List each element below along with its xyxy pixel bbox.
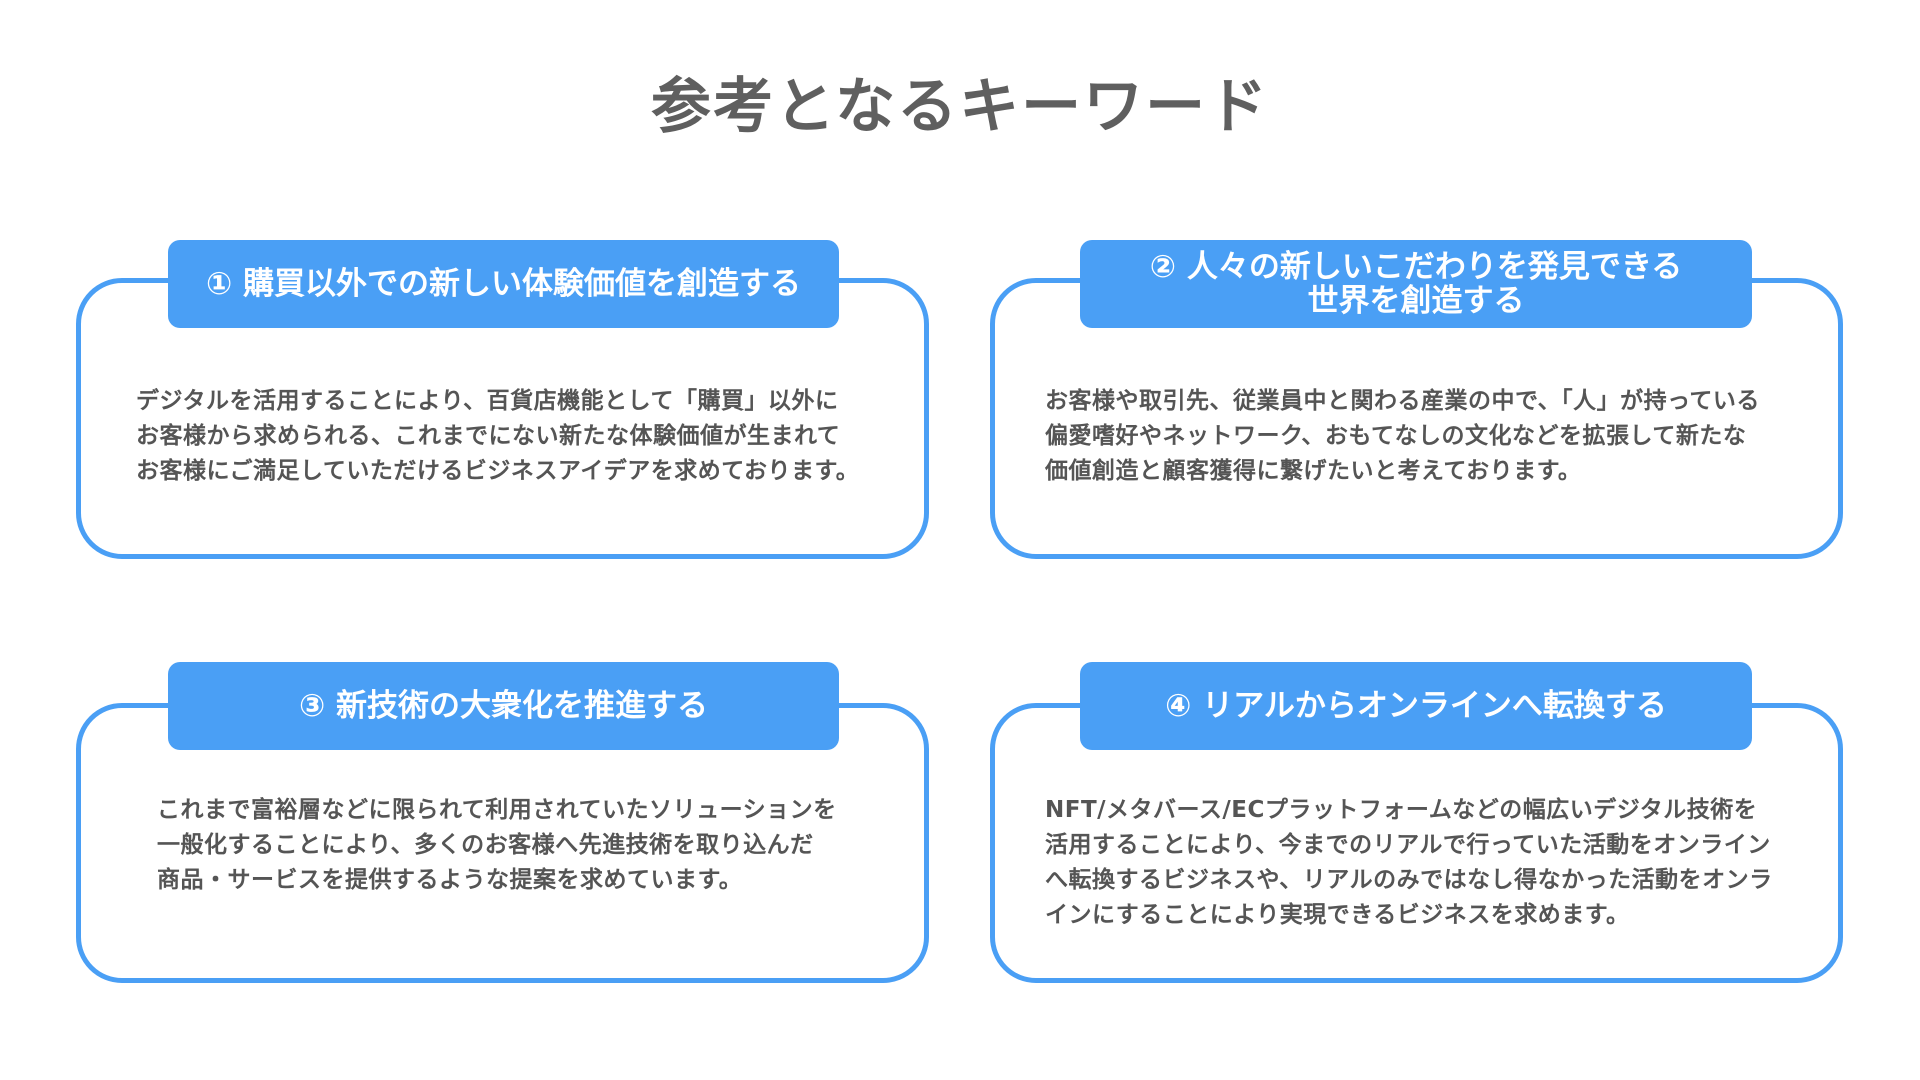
keyword-card-2-body: お客様や取引先、従業員中と関わる産業の中で、「人」が持っている 偏愛嗜好やネット… [1045, 388, 1760, 484]
keyword-card-3-body: これまで富裕層などに限られて利用されていたソリューションを 一般化することにより… [157, 797, 837, 893]
keyword-card-2-heading: ② 人々の新しいこだわりを発見できる 世界を創造する [1080, 240, 1752, 328]
page-title: 参考となるキーワード [650, 72, 1270, 142]
keyword-card-3-heading: ③ 新技術の大衆化を推進する [168, 662, 839, 750]
keyword-card-1-heading: ① 購買以外での新しい体験価値を創造する [168, 240, 839, 328]
keyword-card-1-body: デジタルを活用することにより、百貨店機能として「購買」以外に お客様から求められ… [136, 388, 860, 484]
keyword-card-4-heading: ④ リアルからオンラインへ転換する [1080, 662, 1752, 750]
keyword-card-4-body: NFT/メタバース/ECプラットフォームなどの幅広いデジタル技術を 活用すること… [1045, 797, 1773, 928]
